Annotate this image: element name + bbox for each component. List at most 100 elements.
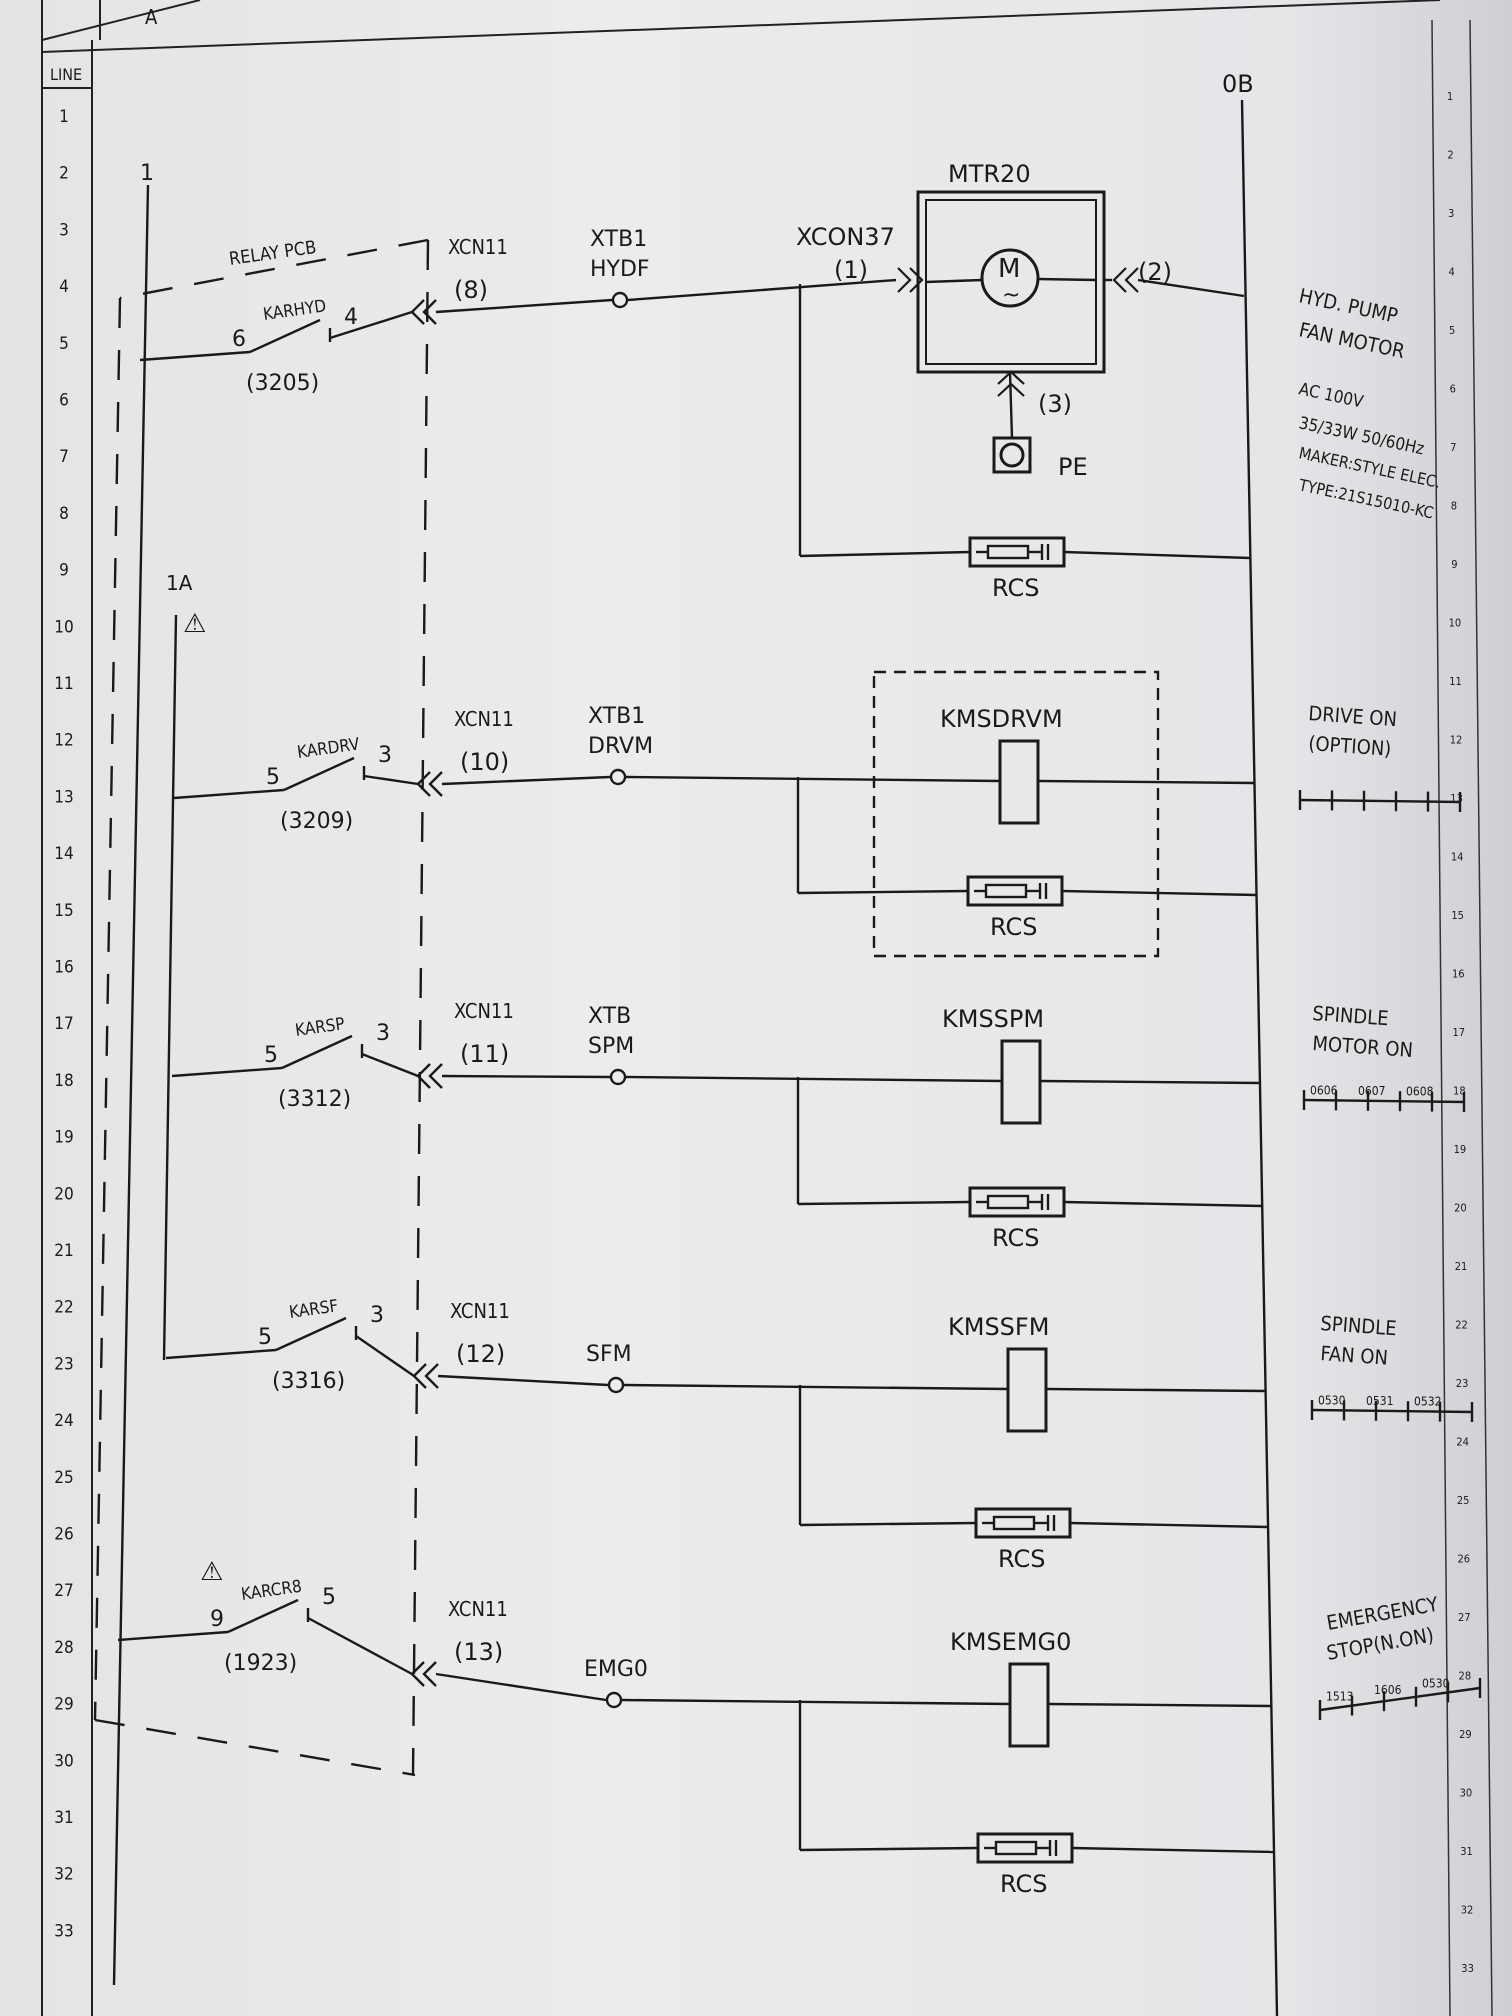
line-number: 9	[59, 561, 69, 581]
contactor-name: KMSSFM	[948, 1313, 1049, 1341]
contactor-coil	[1006, 1347, 1048, 1433]
motor-connector-chevron-2	[1112, 267, 1139, 293]
branch-rail-1a	[162, 614, 178, 1361]
line-number: 19	[54, 1128, 73, 1148]
rcs-label: RCS	[990, 913, 1037, 941]
right-rail-0b	[1240, 99, 1279, 2016]
connector-pin: (13)	[454, 1638, 503, 1666]
rcs-wire-right	[1063, 1200, 1263, 1208]
line-number: 5	[59, 334, 69, 354]
relay-contact-name: KARSP	[294, 1014, 346, 1041]
right-line-number: 3	[1448, 207, 1454, 220]
motor-to-right-rail	[1137, 278, 1245, 298]
connector-chevron-icon	[416, 1063, 443, 1089]
right-rail-label: 0B	[1222, 70, 1254, 98]
terminal-icon	[607, 1376, 625, 1394]
right-line-number: 20	[1454, 1202, 1467, 1215]
relay-contact-blade	[249, 318, 321, 354]
contact-feed-wire	[171, 1066, 283, 1078]
terminal-block-label: XTB	[588, 1004, 631, 1029]
right-line-number: 29	[1459, 1728, 1472, 1741]
connector-pin: (12)	[456, 1340, 505, 1368]
line-number: 13	[54, 787, 73, 807]
motor-description-line: AC 100V	[1297, 379, 1366, 412]
connector-to-terminal-wire	[435, 298, 613, 314]
contact-pin-in: 5	[258, 1325, 272, 1350]
rcs-snubber	[968, 536, 1066, 568]
load-to-rail-wire	[1047, 1702, 1272, 1708]
rung-description: SPINDLE	[1320, 1311, 1398, 1340]
left-rail-1	[112, 184, 150, 1986]
pe-terminal-box	[992, 436, 1032, 474]
contact-reference: 1606	[1374, 1683, 1402, 1697]
right-margin-strip	[1431, 19, 1493, 2016]
relay-reference: (1923)	[224, 1651, 297, 1676]
right-line-number: 19	[1454, 1143, 1467, 1156]
relay-pcb-label: RELAY PCB	[228, 237, 318, 270]
ruler-line	[1319, 1686, 1481, 1712]
line-number: 17	[54, 1014, 73, 1034]
motor-pin-3: (3)	[1038, 390, 1072, 418]
line-number: 18	[54, 1071, 73, 1091]
line-number-column: 1234567891011121314151617181920212223242…	[54, 107, 73, 1941]
connector-to-terminal-wire	[441, 775, 611, 786]
contact-reference: 0532	[1414, 1395, 1441, 1409]
right-line-number: 31	[1460, 1845, 1473, 1858]
contact-pin-out: 3	[370, 1303, 384, 1328]
right-line-number: 23	[1456, 1377, 1469, 1390]
connector-chevron-icon	[410, 299, 437, 325]
contact-pin-out: 5	[322, 1585, 336, 1610]
option-dashed-box	[872, 670, 1160, 958]
contact-to-connector-wire	[307, 1616, 413, 1676]
right-line-number: 18	[1453, 1085, 1466, 1098]
rcs-snubber	[966, 875, 1064, 907]
terminal-icon	[609, 1068, 627, 1086]
line-number: 2	[59, 164, 69, 184]
connector-chevron-icon	[410, 1661, 437, 1687]
contact-feed-wire	[173, 788, 285, 800]
contact-to-connector-wire	[329, 310, 413, 340]
motor-connector-chevron-1	[897, 267, 924, 293]
line-number: 10	[54, 617, 73, 637]
contactor-name: KMSDRVM	[940, 705, 1063, 733]
motor-connector-label: XCON37	[796, 223, 895, 251]
connector-to-terminal-wire	[441, 1074, 611, 1079]
terminal-name: DRVM	[588, 734, 653, 759]
terminal-name: HYDF	[590, 257, 650, 282]
warning-icon: ⚠	[183, 609, 206, 639]
line-number: 6	[59, 391, 69, 411]
rcs-label: RCS	[998, 1545, 1045, 1573]
terminal-to-load-wire	[623, 1383, 1009, 1391]
line-number: 31	[54, 1808, 73, 1828]
right-line-number: 30	[1460, 1787, 1473, 1800]
right-line-number: 8	[1451, 500, 1457, 513]
ruler-line	[1299, 798, 1461, 804]
line-number: 16	[54, 958, 73, 978]
contact-pin-in: 5	[264, 1043, 278, 1068]
right-line-number: 24	[1456, 1436, 1469, 1449]
right-line-number: 26	[1457, 1553, 1470, 1566]
relay-contact-blade	[275, 1316, 347, 1352]
connector-pin: (8)	[454, 276, 488, 304]
connector-chevron-icon	[416, 771, 443, 797]
line-number: 21	[54, 1241, 73, 1261]
branch-rail-label: 1A	[166, 571, 193, 595]
line-number: 27	[54, 1581, 73, 1601]
pe-terminal-icon	[999, 442, 1025, 468]
connector-pin: (11)	[460, 1040, 509, 1068]
rcs-label: RCS	[992, 574, 1039, 602]
line-number: 28	[54, 1638, 73, 1658]
warning-icon: ⚠	[200, 1557, 223, 1587]
right-line-number: 21	[1455, 1260, 1468, 1273]
terminal-name: EMG0	[584, 1657, 648, 1682]
line-number: 26	[54, 1525, 73, 1545]
rcs-wire-left	[799, 1846, 979, 1852]
right-line-number: 9	[1451, 558, 1457, 571]
terminal-to-motor-wire	[627, 278, 897, 302]
